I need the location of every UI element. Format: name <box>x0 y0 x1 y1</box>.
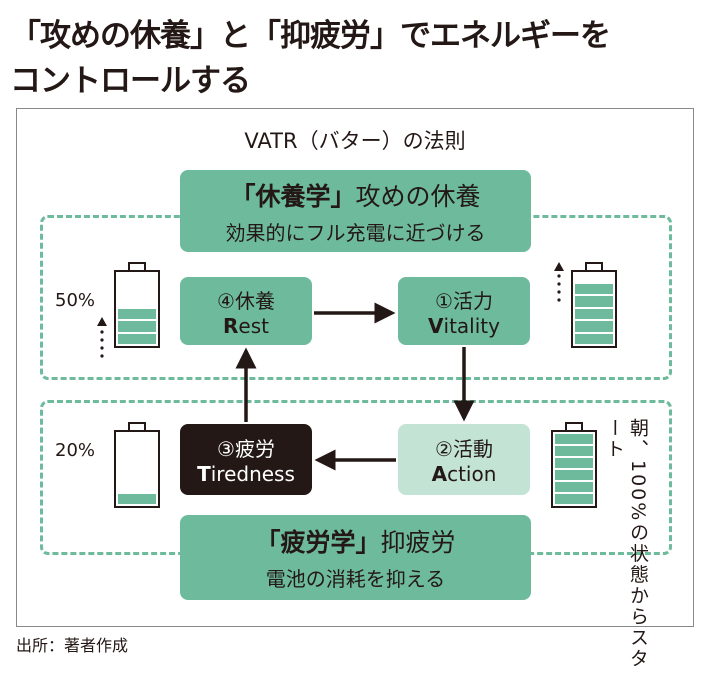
battery-label-20: 20% <box>55 440 96 461</box>
rest-science-box: 「休養学」攻めの休養 効果的にフル充電に近づける <box>180 170 531 252</box>
battery-cell <box>555 458 593 468</box>
dotted-up-arrow-right <box>554 262 564 302</box>
source-note: 出所：著者作成 <box>16 636 129 655</box>
headline-line1: 「攻めの休養」と「抑疲労」でエネルギーを <box>10 18 611 54</box>
node-rest-jp: ④休養 <box>217 288 275 313</box>
battery-cell <box>575 296 613 307</box>
battery-cell <box>575 333 613 344</box>
battery-icon <box>114 262 160 348</box>
battery-cell <box>555 434 593 444</box>
node-rest-en: est <box>238 313 269 338</box>
node-tiredness-initial: T <box>197 462 211 486</box>
battery-icon <box>551 422 597 508</box>
node-action-jp: ②活動 <box>435 437 493 461</box>
battery-cell <box>118 308 156 319</box>
bottom-box-subtitle: 電池の消耗を抑える <box>265 567 446 591</box>
node-vitality-initial: V <box>428 313 444 338</box>
node-rest: ④休養 Rest <box>180 277 312 345</box>
dotted-up-arrow-left <box>97 317 107 358</box>
battery-cell <box>118 493 156 504</box>
diagram-frame <box>16 108 694 627</box>
top-box-title: 攻めの休養 <box>355 181 481 211</box>
battery-cell <box>575 283 613 294</box>
bottom-box-title: 抑疲労 <box>380 528 456 557</box>
fatigue-science-box: 「疲労学」抑疲労 電池の消耗を抑える <box>180 515 531 600</box>
diagram-title: VATR（バター）の法則 <box>244 129 466 153</box>
battery-cell <box>575 321 613 332</box>
battery-cell <box>575 308 613 319</box>
node-vitality-en: itality <box>443 313 500 338</box>
battery-cell <box>555 482 593 492</box>
node-vitality: ①活力 Vitality <box>398 277 530 345</box>
battery-cell <box>555 470 593 480</box>
battery-cell <box>555 494 593 504</box>
side-note: 朝、100%の状態からスタート <box>603 418 649 670</box>
battery-cell <box>555 446 593 456</box>
node-action-initial: A <box>431 462 448 486</box>
node-tiredness-jp: ③疲労 <box>217 437 275 461</box>
node-action: ②活動 Action <box>398 424 530 495</box>
top-box-subtitle: 効果的にフル充電に近づける <box>225 220 486 245</box>
battery-icon <box>571 262 617 348</box>
battery-cell <box>118 321 156 332</box>
battery-icon <box>114 422 160 508</box>
battery-cell <box>118 333 156 344</box>
top-box-bold: 「休養学」 <box>230 181 356 211</box>
node-vitality-jp: ①活力 <box>435 288 493 313</box>
headline-line2: コントロールする <box>10 63 251 99</box>
node-tiredness: ③疲労 Tiredness <box>180 424 312 495</box>
node-rest-initial: R <box>223 313 239 338</box>
node-tiredness-en: iredness <box>210 462 295 486</box>
bottom-box-bold: 「疲労学」 <box>255 528 381 557</box>
node-action-en: ction <box>447 462 497 486</box>
battery-label-50: 50% <box>55 290 96 311</box>
